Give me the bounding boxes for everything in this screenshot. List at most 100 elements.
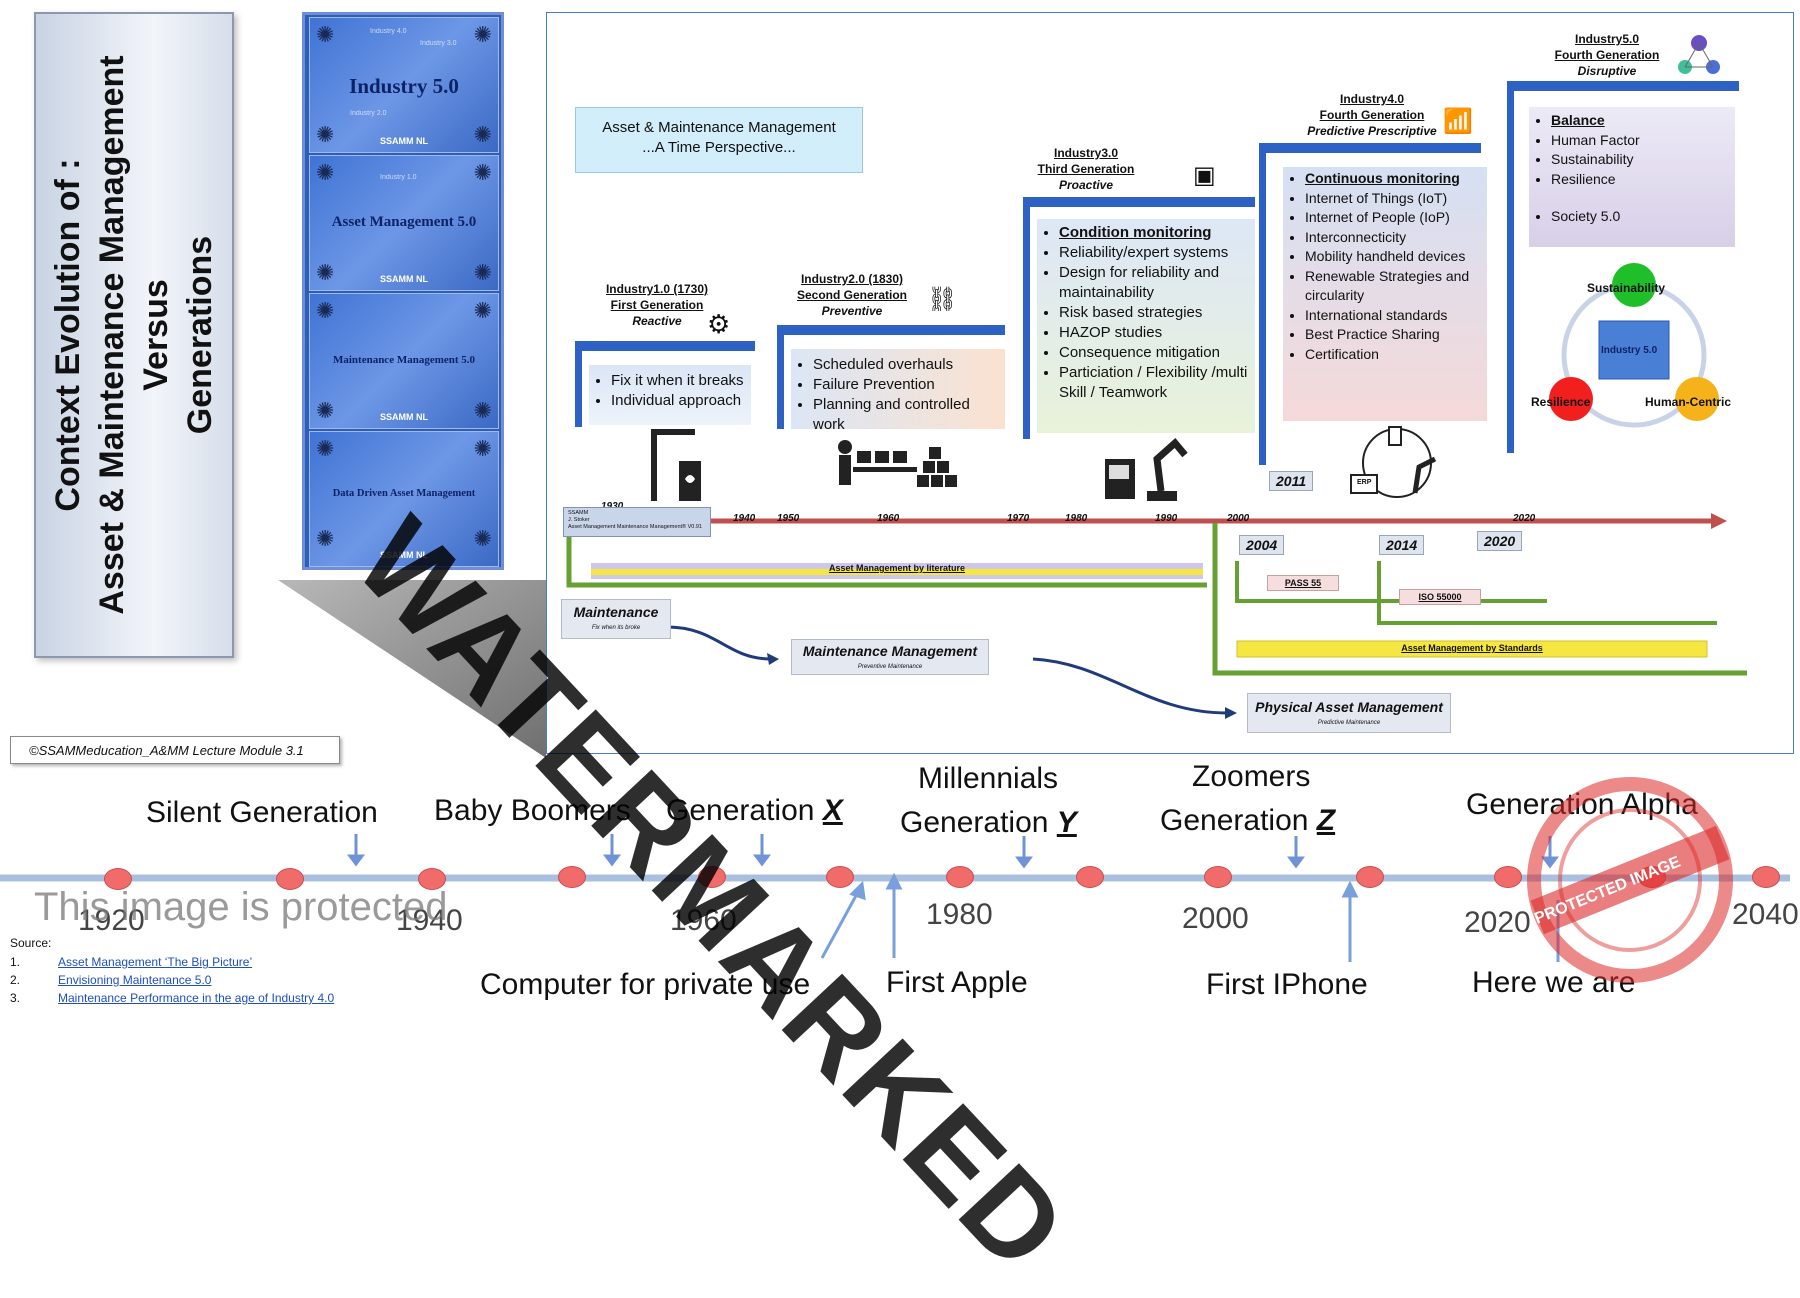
generation-silent: Silent Generation — [146, 796, 378, 830]
gen4-mode: Predictive Prescriptive — [1307, 124, 1437, 138]
decade-label: 2020 — [1464, 906, 1531, 939]
gen2-title: Industry2.0 (1830) — [800, 272, 904, 286]
industry-collage: ✺ ✺ ✺ ✺ Industry 4.0 Industry 3.0 Indust… — [302, 12, 504, 570]
timeline-year: 1930 — [601, 501, 623, 512]
source-link[interactable]: Envisioning Maintenance 5.0 — [58, 973, 212, 987]
decade-label: 1980 — [926, 898, 993, 931]
gen2-item: Scheduled overhauls — [813, 355, 1005, 375]
decade-label: 1920 — [78, 904, 145, 937]
gen3-item: Reliability/expert systems — [1059, 243, 1255, 263]
gen1-list: Fix it when it breaksIndividual approach — [589, 365, 751, 425]
gen1-item: Individual approach — [611, 391, 751, 411]
mm-stage-sub: Predictive Maintenance — [1317, 720, 1381, 726]
collage-tile-sub: SSAMM NL — [380, 550, 428, 560]
perspective-line-1: Asset & Maintenance Management — [602, 119, 836, 136]
generation-label: Silent Generation — [146, 796, 378, 829]
step-bar — [1023, 197, 1255, 207]
generation-y: Generation Y — [900, 806, 1077, 840]
mm-stage-sub: Preventive Maintenance — [857, 664, 923, 670]
openai-logo-icon: ✺ — [473, 260, 492, 285]
gen4-item: Internet of Things (IoT) — [1305, 189, 1487, 209]
gen4-item: Interconnecticity — [1305, 228, 1487, 248]
gen3-item: Risk based strategies — [1059, 303, 1255, 323]
event-first-iphone: First IPhone — [1206, 968, 1368, 1001]
erp-label: ERP — [1357, 479, 1372, 486]
gen3-item: HAZOP studies — [1059, 323, 1255, 343]
gen2-item: Planning and controlled work — [813, 395, 1005, 435]
openai-logo-icon: ✺ — [473, 160, 492, 185]
collage-word: Industry 4.0 — [370, 28, 407, 35]
collage-tile-sub: SSAMM NL — [380, 412, 428, 422]
openai-logo-icon: ✺ — [473, 436, 492, 461]
event-first-apple: First Apple — [886, 966, 1028, 999]
timeline-dot — [276, 868, 304, 890]
gen4-header: Industry4.0 Fourth Generation Predictive… — [1277, 91, 1467, 139]
timeline-dot — [1356, 866, 1384, 888]
generation-letter: X — [822, 794, 843, 827]
gen5-item: Sustainability — [1551, 150, 1735, 170]
generation-label: Baby Boomers — [434, 794, 631, 827]
title-line-3: Versus — [137, 279, 175, 391]
gen5-item: Society 5.0 — [1551, 207, 1735, 227]
timeline-dot — [1752, 866, 1780, 888]
collage-tile-label: Data Driven Asset Management — [332, 488, 476, 499]
generation-label: Generation — [1160, 804, 1317, 837]
source-link[interactable]: Asset Management ‘The Big Picture’ — [58, 955, 253, 969]
gen4-item: International standards — [1305, 306, 1487, 326]
timeline-year: 2000 — [1227, 513, 1250, 524]
source-item[interactable]: 2. Envisioning Maintenance 5.0 — [10, 973, 211, 987]
decade-label: 2040 — [1732, 898, 1799, 931]
generation-z: Generation Z — [1160, 804, 1335, 838]
openai-logo-icon: ✺ — [473, 398, 492, 423]
title-line-2: Asset & Maintenance Management — [93, 55, 131, 615]
mm-stage-label: Maintenance Management — [802, 643, 978, 659]
timeline-dot — [1204, 866, 1232, 888]
generation-boomers: Baby Boomers — [434, 794, 631, 828]
collage-tile-label: Industry 5.0 — [349, 74, 459, 98]
source-item[interactable]: 3.Maintenance Performance in the age of … — [10, 991, 334, 1005]
source-item[interactable]: 1.Asset Management ‘The Big Picture’ — [10, 955, 252, 969]
decade-label: 1940 — [396, 904, 463, 937]
generation-millennials: Millennials — [918, 762, 1058, 796]
source-link[interactable]: Maintenance Performance in the age of In… — [58, 991, 335, 1005]
iso55000-label: ISO 55000 — [1399, 589, 1481, 605]
ssamm-note-line: J. Stoker — [568, 517, 590, 523]
iot-devices-icon — [1350, 426, 1437, 498]
gen2-item: Failure Prevention — [813, 375, 1005, 395]
gen3-item: Design for reliability and maintainabili… — [1059, 263, 1255, 303]
step-bar — [1259, 143, 1481, 153]
timeline-dot — [698, 866, 726, 888]
step-bar — [777, 325, 1005, 335]
gen4-item: Certification — [1305, 345, 1487, 365]
openai-logo-icon: ✺ — [473, 298, 492, 323]
ssamm-note-line: Asset Management Maintenance Management®… — [568, 524, 702, 530]
collage-word: Industry 1.0 — [380, 174, 417, 181]
venn-human-centric-label: Human-Centric — [1645, 395, 1732, 409]
gen1-gen: First Generation — [610, 298, 704, 312]
openai-logo-icon: ✺ — [316, 298, 335, 323]
gen1-header: Industry1.0 (1730) First Generation Reac… — [587, 281, 727, 329]
timeline-dot — [104, 868, 132, 890]
generation-label: Zoomers — [1192, 760, 1311, 793]
timeline-dot — [418, 868, 446, 890]
gen5-gen: Fourth Generation — [1554, 48, 1660, 62]
openai-logo-icon: ✺ — [473, 526, 492, 551]
gen4-item: Renewable Strategies and circularity — [1305, 267, 1487, 306]
source-number: 2. — [10, 973, 21, 987]
openai-logo-icon: ✺ — [316, 436, 335, 461]
timeline-dot — [1494, 866, 1522, 888]
generation-x: Generation X — [666, 794, 843, 828]
standards-bar-label: Asset Management by Standards — [1401, 643, 1543, 653]
mm-stage-label: Maintenance — [573, 604, 659, 620]
event-computer-private-use: Computer for private use — [480, 968, 811, 1001]
gen4-list: Continuous monitoring Internet of Things… — [1283, 167, 1487, 421]
timeline-dot — [558, 866, 586, 888]
collage-word: Industry 3.0 — [420, 40, 457, 47]
gen2-list: Scheduled overhaulsFailure PreventionPla… — [791, 349, 1005, 433]
timeline-dot — [826, 866, 854, 888]
openai-logo-icon: ✺ — [473, 122, 492, 147]
protected-stamp-icon — [1527, 777, 1733, 983]
collage-tile-maintenance: ✺ ✺ ✺ ✺ Maintenance Management 5.0 SSAMM… — [309, 293, 499, 429]
network-icon — [1678, 35, 1720, 74]
